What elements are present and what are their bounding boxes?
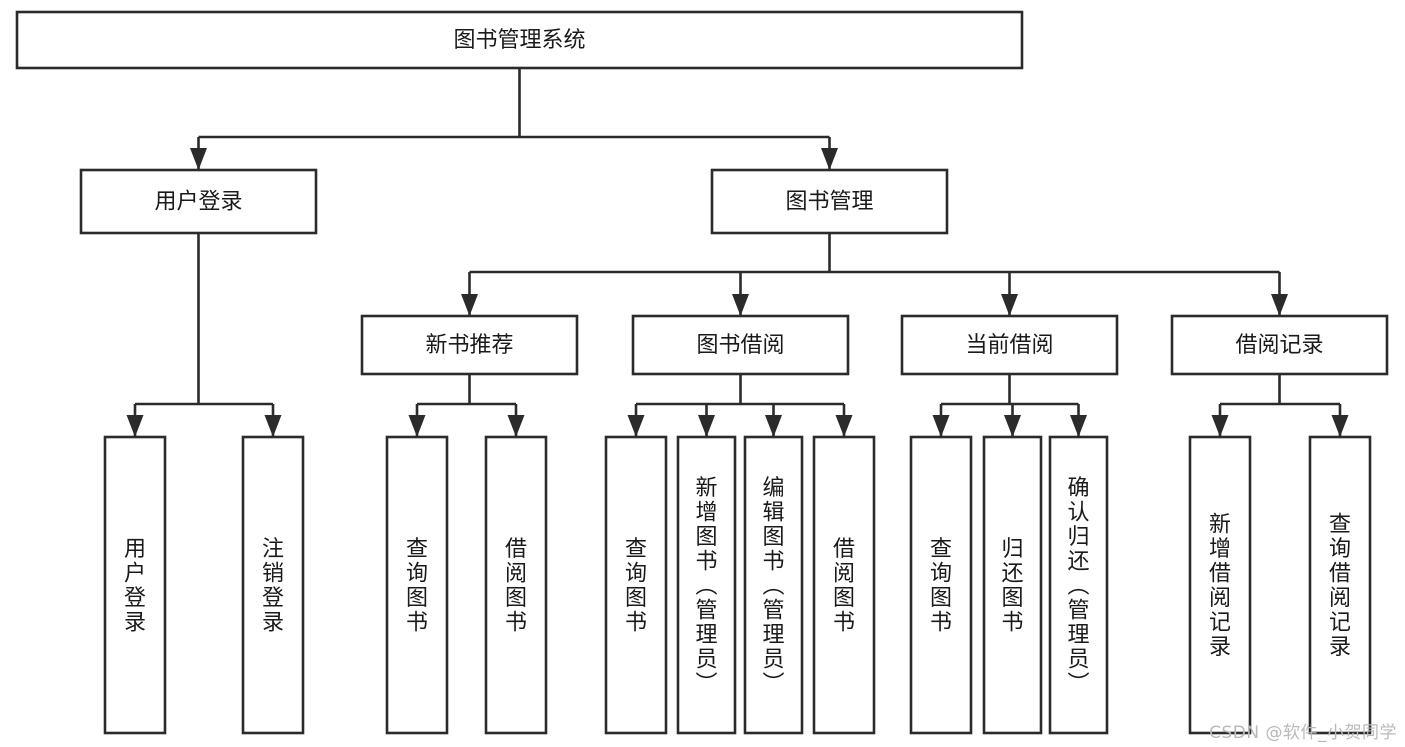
arrow-head-icon xyxy=(1001,294,1018,316)
node-box xyxy=(79,168,318,235)
node-label: 查询图书 xyxy=(406,537,428,636)
node-box xyxy=(982,435,1043,735)
arrow-head-icon xyxy=(698,415,715,437)
node-root[interactable]: 图书管理系统 xyxy=(15,10,1024,70)
arrow-head-icon xyxy=(507,415,525,437)
node-leaf-query-book-cur[interactable]: 查询图书 xyxy=(909,435,973,735)
watermark-label: CSDN @软件_小贺同学 xyxy=(1209,723,1397,743)
node-current-borrow[interactable]: 当前借阅 xyxy=(900,314,1119,376)
node-leaf-add-book[interactable]: 新增图书︵管理员︶ xyxy=(676,435,737,735)
arrow-head-icon xyxy=(1004,415,1021,437)
node-label: 当前借阅 xyxy=(965,333,1053,358)
node-leaf-borrow-book-rec[interactable]: 借阅图书 xyxy=(484,435,548,735)
arrow-head-icon xyxy=(765,415,782,437)
node-box xyxy=(1170,314,1389,376)
node-box xyxy=(103,435,167,735)
node-label: 借阅记录 xyxy=(1235,333,1323,358)
node-label: 借阅图书 xyxy=(505,537,527,636)
arrow-head-icon xyxy=(126,415,144,437)
node-leaf-query-book-borrow[interactable]: 查询图书 xyxy=(604,435,668,735)
arrow-head-icon xyxy=(408,415,426,437)
node-leaf-edit-book[interactable]: 编辑图书︵管理员︶ xyxy=(743,435,804,735)
node-leaf-confirm-return[interactable]: 确认归还︵管理员︶ xyxy=(1048,435,1109,735)
node-leaf-query-record[interactable]: 查询借阅记录 xyxy=(1308,435,1372,735)
node-label: 确认归还︵管理员︶ xyxy=(1067,476,1089,697)
arrow-head-icon xyxy=(264,415,282,437)
node-label: 图书管理 xyxy=(785,190,873,215)
arrow-head-icon xyxy=(1211,415,1229,437)
node-box xyxy=(631,314,850,376)
node-box xyxy=(15,10,1024,70)
arrow-head-icon xyxy=(190,148,207,170)
node-label: 图书借阅 xyxy=(696,333,784,358)
node-label: 新增图书︵管理员︶ xyxy=(695,476,717,697)
node-box xyxy=(385,435,449,735)
node-label: 新增借阅记录 xyxy=(1209,513,1231,661)
node-leaf-add-record[interactable]: 新增借阅记录 xyxy=(1188,435,1252,735)
node-label: 注销登录 xyxy=(262,537,284,636)
node-label: 查询图书 xyxy=(625,537,647,636)
node-leaf-query-book-rec[interactable]: 查询图书 xyxy=(385,435,449,735)
node-box xyxy=(1188,435,1252,735)
node-box xyxy=(812,435,876,735)
node-box xyxy=(604,435,668,735)
node-label: 用户登录 xyxy=(124,537,146,636)
arrow-head-icon xyxy=(461,294,478,316)
node-borrow-record[interactable]: 借阅记录 xyxy=(1170,314,1389,376)
node-box xyxy=(484,435,548,735)
arrow-head-icon xyxy=(821,148,838,170)
node-box xyxy=(710,168,949,235)
node-leaf-borrow-book[interactable]: 借阅图书 xyxy=(812,435,876,735)
node-user-login[interactable]: 用户登录 xyxy=(79,168,318,235)
arrow-head-icon xyxy=(835,415,853,437)
node-box xyxy=(360,314,579,376)
node-leaf-user-login[interactable]: 用户登录 xyxy=(103,435,167,735)
node-leaf-user-logout[interactable]: 注销登录 xyxy=(241,435,305,735)
node-new-book-rec[interactable]: 新书推荐 xyxy=(360,314,579,376)
node-box xyxy=(241,435,305,735)
arrow-head-icon xyxy=(1331,415,1349,437)
node-label: 借阅图书 xyxy=(833,537,855,636)
arrow-head-icon xyxy=(732,294,749,316)
node-label: 新书推荐 xyxy=(425,333,513,358)
arrow-head-icon xyxy=(932,415,950,437)
node-box xyxy=(900,314,1119,376)
node-label: 用户登录 xyxy=(154,190,242,215)
arrow-head-icon xyxy=(1271,294,1288,316)
node-leaf-return-book[interactable]: 归还图书 xyxy=(982,435,1043,735)
node-box xyxy=(1048,435,1109,735)
node-box xyxy=(743,435,804,735)
node-box xyxy=(1308,435,1372,735)
node-label: 编辑图书︵管理员︶ xyxy=(762,476,784,697)
arrow-head-icon xyxy=(1070,415,1087,437)
node-box xyxy=(676,435,737,735)
node-label: 归还图书 xyxy=(1001,537,1023,636)
arrow-head-icon xyxy=(627,415,645,437)
node-label: 图书管理系统 xyxy=(453,28,585,53)
node-label: 查询图书 xyxy=(930,537,952,636)
node-label: 查询借阅记录 xyxy=(1329,513,1351,661)
node-book-borrow[interactable]: 图书借阅 xyxy=(631,314,850,376)
node-book-manage[interactable]: 图书管理 xyxy=(710,168,949,235)
node-box xyxy=(909,435,973,735)
